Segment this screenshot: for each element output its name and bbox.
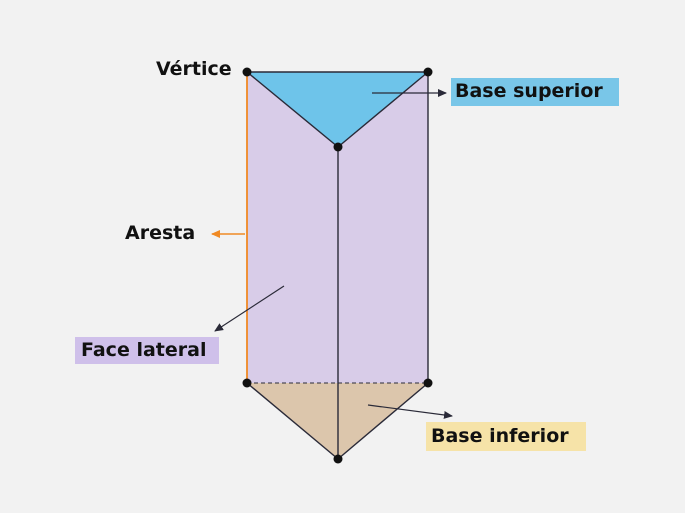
vertex-bottom-right bbox=[423, 378, 433, 388]
vertex-bottom-front bbox=[333, 454, 343, 464]
lateral-face-label: Face lateral bbox=[75, 337, 219, 364]
top-base bbox=[247, 72, 428, 147]
vertex-top-right bbox=[423, 67, 433, 77]
lateral-face-arrow bbox=[214, 285, 285, 332]
bottom-base-label: Base inferior bbox=[426, 422, 586, 451]
top-left-edge bbox=[246, 71, 339, 148]
top-right-edge bbox=[337, 71, 429, 148]
bottom-right-edge bbox=[337, 382, 429, 460]
top-base-label: Base superior bbox=[451, 78, 619, 106]
vertex-top-front bbox=[333, 142, 343, 152]
edge-label: Aresta bbox=[125, 222, 196, 244]
vertex-bottom-left bbox=[242, 378, 252, 388]
bottom-left-edge bbox=[246, 382, 339, 460]
vertex-top-left bbox=[242, 67, 252, 77]
vertex-label: Vértice bbox=[156, 58, 232, 80]
prism-edges bbox=[246, 71, 429, 460]
bottom-base-arrow bbox=[367, 404, 453, 419]
vertices bbox=[242, 67, 433, 464]
